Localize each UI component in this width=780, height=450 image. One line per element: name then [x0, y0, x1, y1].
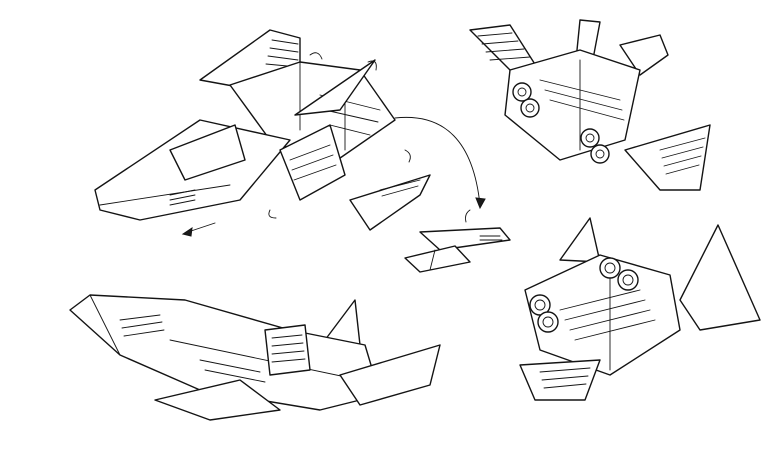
- spacecraft-view-top-right: [469, 19, 711, 191]
- spacecraft-view-top-left: [94, 29, 431, 237]
- transformation-curve-arrow: [394, 116, 486, 223]
- spacecraft-view-bottom-left: [69, 294, 441, 421]
- spacecraft-view-bottom-right: [519, 217, 761, 401]
- spacecraft-view-center-small: [404, 227, 511, 273]
